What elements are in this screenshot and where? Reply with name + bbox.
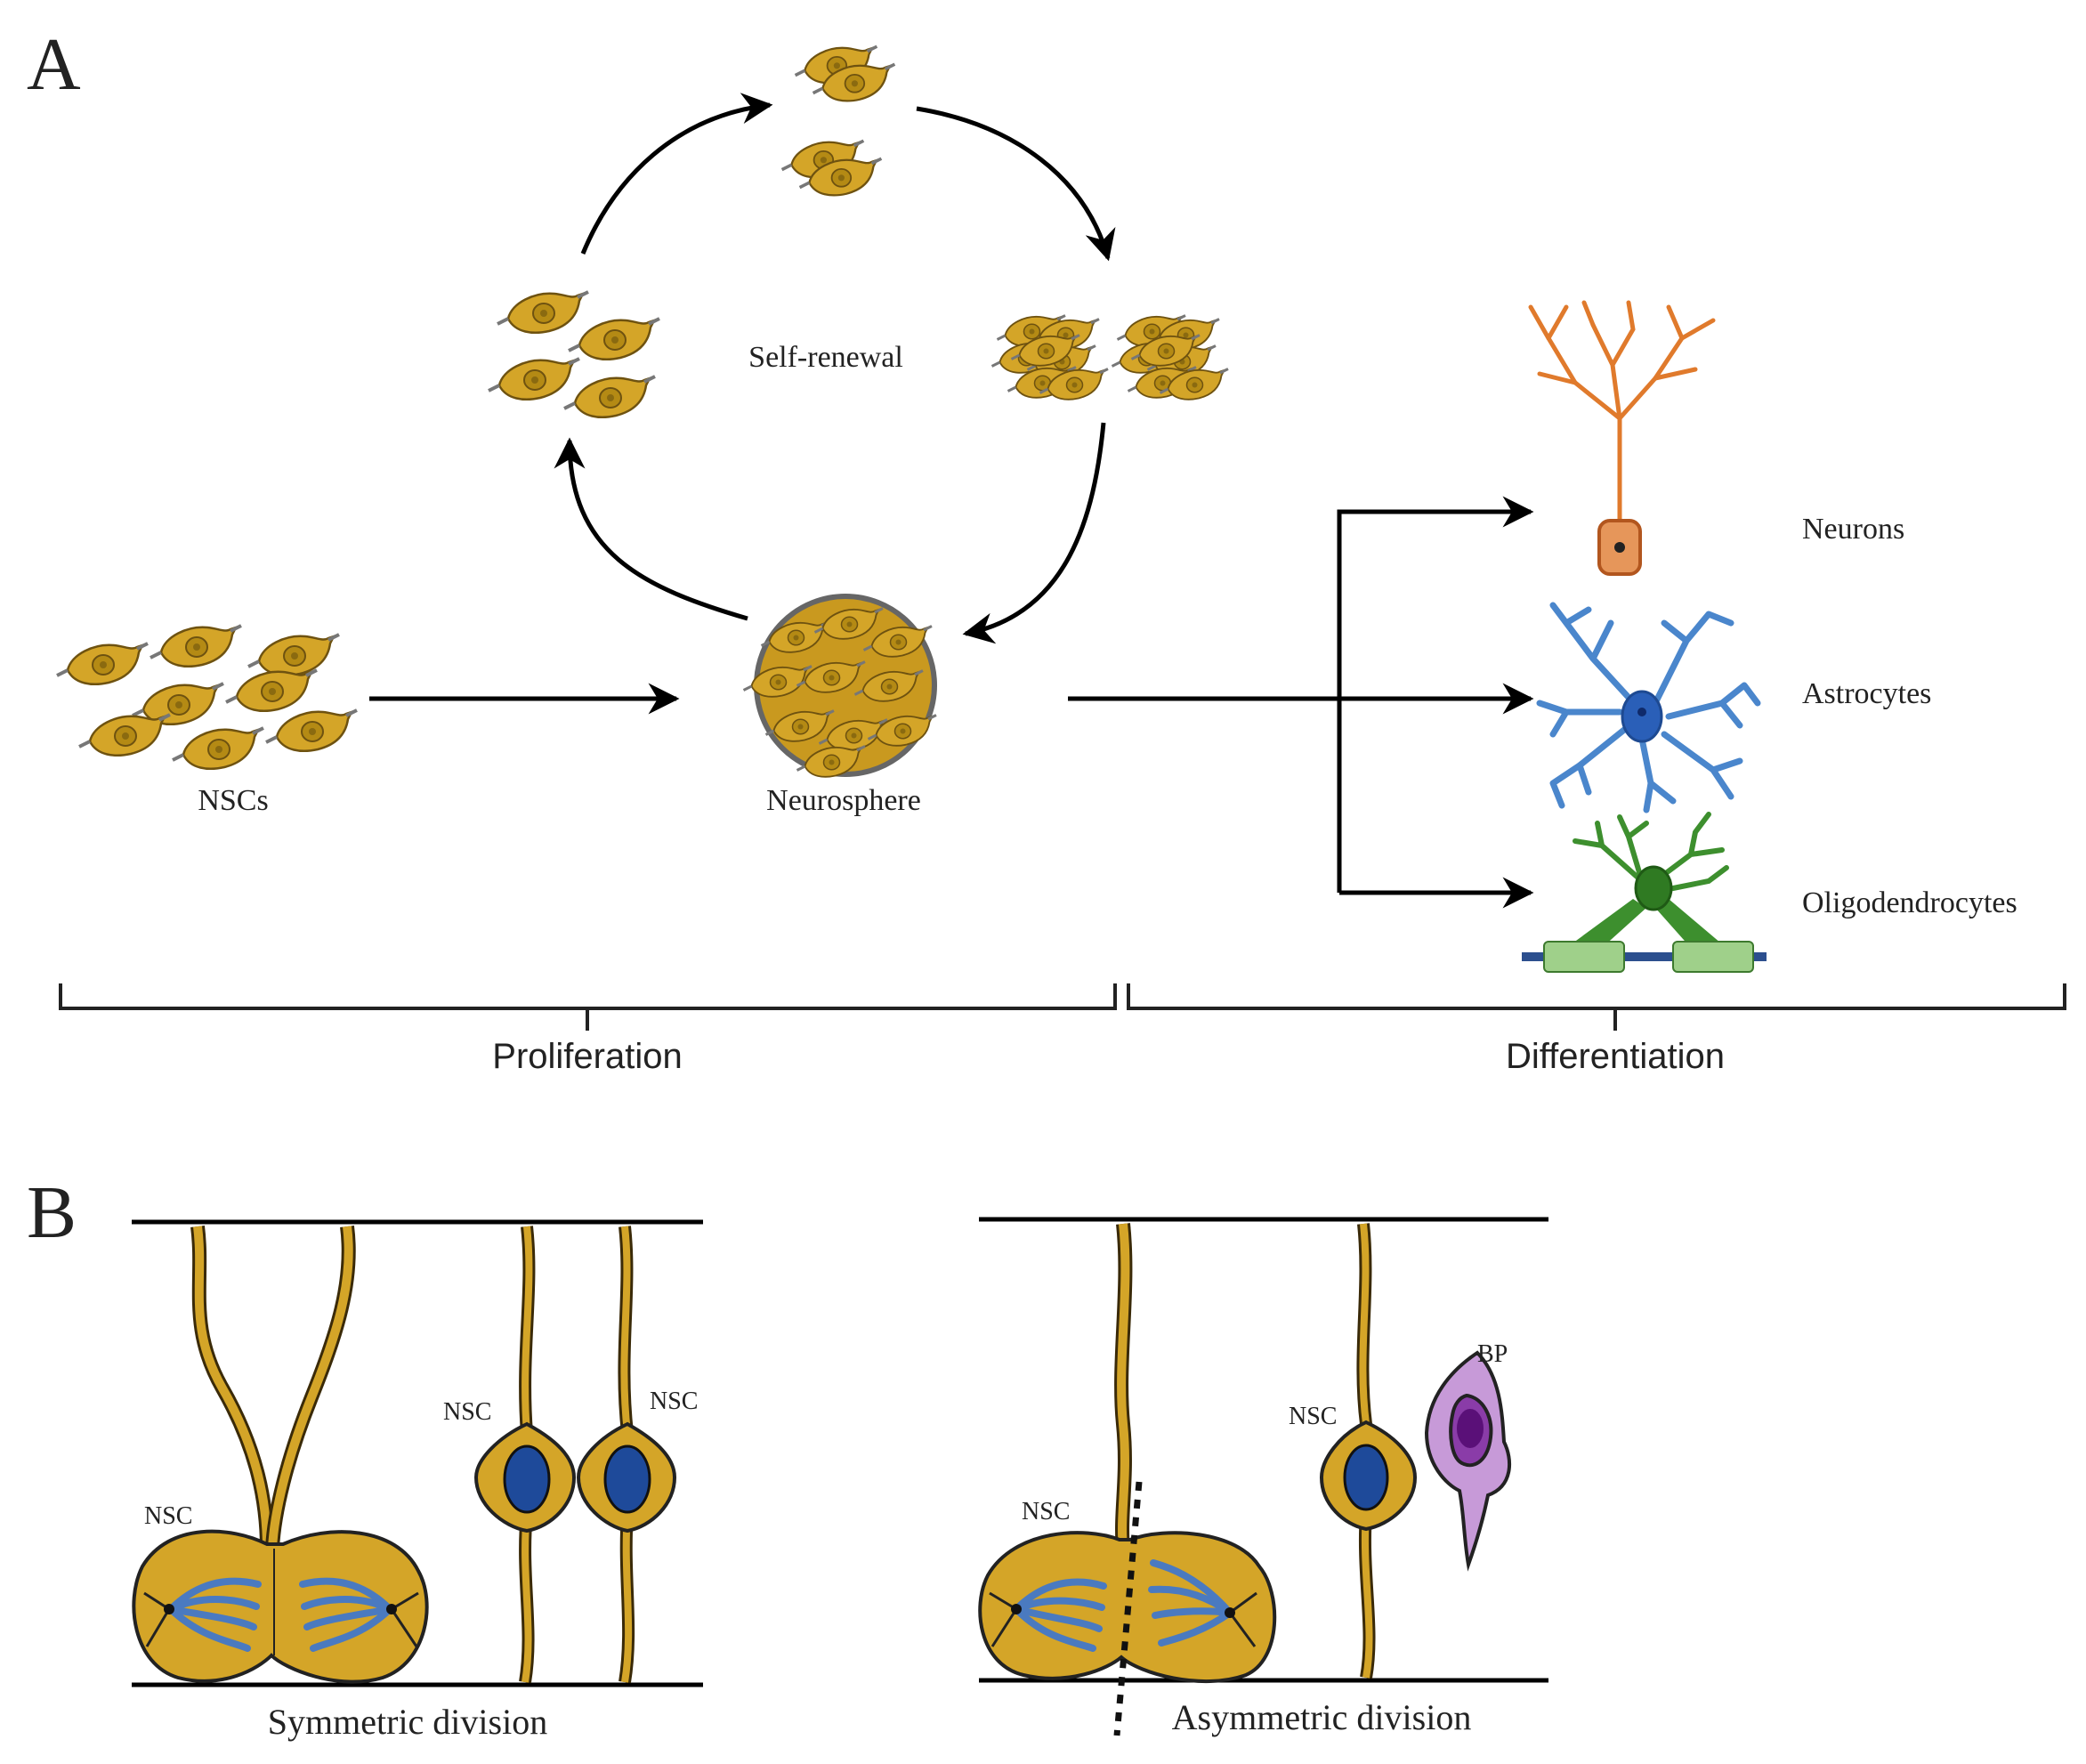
brace-differentiation [1127, 983, 2066, 1031]
nsc-label-dividing-right: NSC [1022, 1498, 1070, 1525]
astrocyte-cell [1536, 602, 1761, 813]
nsc-label-left-1: NSC [443, 1398, 491, 1426]
asymmetric-division-group [978, 1217, 1548, 1736]
asymmetric-division-label: Asymmetric division [1172, 1697, 1472, 1737]
nscs-cells [55, 624, 359, 771]
cell-pair-middle [780, 139, 884, 198]
brace-proliferation [59, 983, 1117, 1031]
nsc-label-left-2: NSC [650, 1388, 698, 1415]
neurosphere-label: Neurosphere [766, 784, 921, 817]
proliferation-label: Proliferation [492, 1037, 682, 1076]
differentiation-label: Differentiation [1506, 1037, 1725, 1076]
differentiation-arrows [1068, 496, 1534, 909]
cell-pair-top [793, 45, 897, 103]
nscs-label: NSCs [198, 784, 268, 817]
cell-clumps [992, 316, 1229, 400]
self-renewal-cycle-arrows [554, 93, 1116, 644]
neuron-cell [1528, 300, 1716, 576]
nsc-label-dividing-left: NSC [144, 1502, 192, 1530]
oligodendrocyte-cell [1522, 812, 1767, 973]
bp-label: BP [1477, 1340, 1508, 1368]
neurons-label: Neurons [1802, 513, 1904, 546]
oligodendrocytes-label: Oligodendrocytes [1802, 886, 2017, 919]
panel-a-label: A [27, 23, 81, 106]
panel-b-label: B [27, 1171, 77, 1254]
symmetric-division-group [132, 1219, 703, 1687]
cells-four [487, 290, 661, 419]
self-renewal-label: Self-renewal [748, 341, 903, 374]
symmetric-division-label: Symmetric division [268, 1702, 547, 1742]
nsc-label-right: NSC [1289, 1403, 1337, 1430]
neurosphere [742, 594, 938, 779]
astrocytes-label: Astrocytes [1802, 677, 1931, 710]
